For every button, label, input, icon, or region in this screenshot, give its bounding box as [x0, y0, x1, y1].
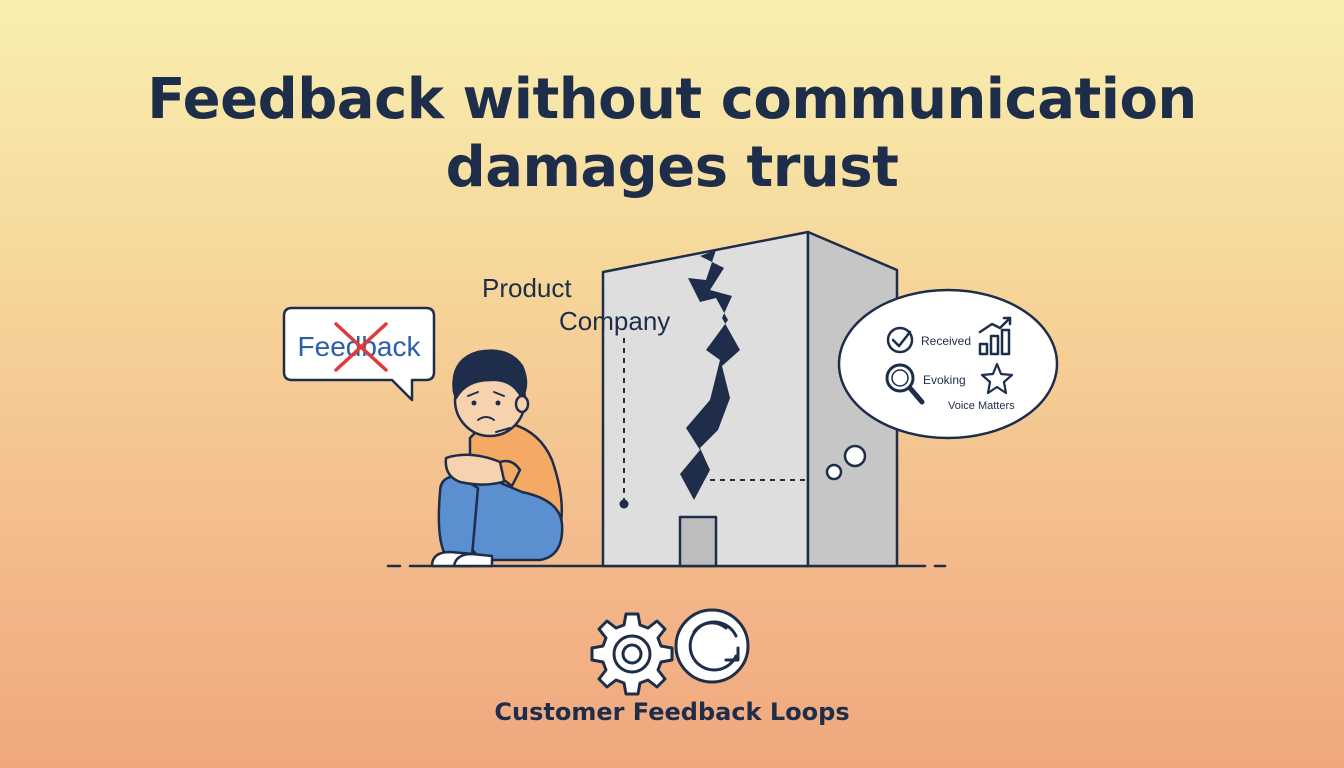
- thought-item-evoking: Evoking: [923, 373, 966, 387]
- crack-icon: [680, 250, 740, 500]
- thought-item-received: Received: [921, 334, 971, 348]
- sad-person-icon: [430, 349, 564, 568]
- cross-out-icon: [334, 322, 388, 372]
- title-line-2: damages trust: [445, 135, 899, 200]
- magnifier-icon: [885, 363, 925, 405]
- building-label-line-1: Product: [482, 273, 572, 303]
- page-title: Feedback without communication damages t…: [0, 66, 1344, 202]
- check-circle-icon: [886, 326, 914, 354]
- star-icon: [980, 362, 1014, 395]
- refresh-cycle-icon: [674, 608, 750, 684]
- building-door: [678, 515, 718, 568]
- thought-item-voice-matters: Voice Matters: [948, 400, 1015, 412]
- speech-bubble: Feedback: [282, 306, 436, 402]
- title-line-1: Feedback without communication: [147, 67, 1197, 132]
- gear-icon: [590, 612, 674, 696]
- thought-bubble: Received Evoking Voice Matters: [825, 288, 1059, 481]
- connector-dot: [619, 499, 629, 509]
- bar-chart-up-icon: [978, 316, 1012, 356]
- connector-lines: [623, 338, 806, 502]
- footer-label: Customer Feedback Loops: [494, 698, 850, 726]
- building-label-line-2: Company: [559, 306, 670, 336]
